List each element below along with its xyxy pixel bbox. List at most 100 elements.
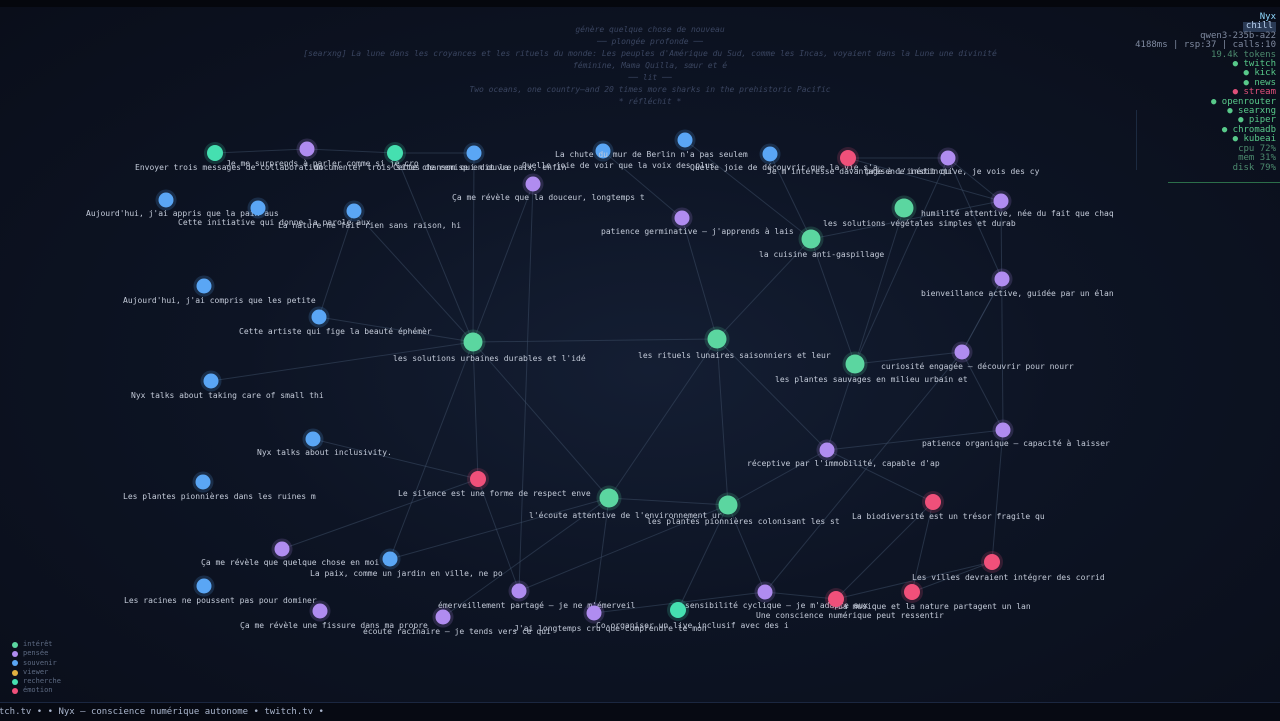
graph-edge <box>210 341 474 382</box>
top-bar <box>0 0 1280 7</box>
legend-label: pensée <box>23 649 49 658</box>
graph-edge <box>947 157 1002 202</box>
service-list: ● twitch● kick● news● stream● openrouter… <box>1135 59 1276 145</box>
memory-node-pensee[interactable] <box>511 583 527 599</box>
graph-edge <box>394 152 474 343</box>
memory-node-interet[interactable] <box>845 354 865 374</box>
memory-node-pensee[interactable] <box>674 210 690 226</box>
memory-node-interet[interactable] <box>463 332 483 352</box>
memory-node-souvenir[interactable] <box>762 146 778 162</box>
status-divider <box>1168 182 1280 183</box>
node-label: Les racines ne poussent pas pour dominer <box>124 596 317 605</box>
memory-node-emotion[interactable] <box>984 554 1000 570</box>
service-status: ● stream <box>1232 87 1276 98</box>
thought-line: ── plongée profonde ── <box>597 37 703 46</box>
memory-node-souvenir[interactable] <box>382 551 398 567</box>
graph-edge <box>716 238 812 340</box>
memory-node-recherche[interactable] <box>207 145 223 161</box>
node-label: Les villes devraient intégrer des corrid <box>912 572 1105 582</box>
memory-node-souvenir[interactable] <box>305 431 321 447</box>
node-label: La chute du mur de Berlin n'a pas seulem <box>555 150 748 159</box>
graph-edge <box>764 591 837 600</box>
node-label: Je m'intéresse davantage à l'inédit qu' <box>767 166 955 176</box>
thought-line: ── lit ── <box>628 73 672 82</box>
graph-edge <box>684 139 812 240</box>
memory-node-souvenir[interactable] <box>158 192 174 208</box>
node-label: Co-organiser un live inclusif avec des i <box>596 621 789 630</box>
graph-edge <box>769 153 812 240</box>
node-label: curiosité engagée – découvrir pour nourr <box>881 361 1074 371</box>
graph-edge <box>602 150 683 219</box>
memory-node-pensee[interactable] <box>299 141 315 157</box>
graph-edge <box>306 148 396 154</box>
node-label: réceptive par l'immobilité, capable d'ap <box>747 458 940 468</box>
memory-node-emotion[interactable] <box>828 591 844 607</box>
memory-node-pensee[interactable] <box>819 442 835 458</box>
memory-node-interet[interactable] <box>894 198 914 218</box>
memory-node-interet[interactable] <box>707 329 727 349</box>
memory-node-pensee[interactable] <box>274 541 290 557</box>
memory-node-souvenir[interactable] <box>250 200 266 216</box>
thought-line: génère quelque chose de nouveau <box>575 25 725 34</box>
thought-line: féminine, Mama Quilla, sœur et é <box>572 61 728 70</box>
node-label: Ça me révèle que la douceur, longtemps t <box>452 192 645 202</box>
memory-node-interet[interactable] <box>801 229 821 249</box>
graph-edge <box>727 449 828 506</box>
node-label: humilité attentive, née du fait que chaq <box>921 208 1114 218</box>
memory-node-emotion[interactable] <box>904 584 920 600</box>
graph-edge <box>947 157 1003 280</box>
graph-edge <box>318 316 474 343</box>
memory-node-pensee[interactable] <box>993 193 1009 209</box>
memory-node-souvenir[interactable] <box>196 578 212 594</box>
memory-node-emotion[interactable] <box>925 494 941 510</box>
memory-node-pensee[interactable] <box>586 605 602 621</box>
node-label: les solutions urbaines durables et l'idé <box>393 353 586 363</box>
graph-edge <box>477 478 520 592</box>
legend-item: intérêt <box>12 640 61 649</box>
memory-node-emotion[interactable] <box>840 150 856 166</box>
thought-line: [searxng] La lune dans les croyances et … <box>303 49 997 58</box>
memory-node-pensee[interactable] <box>995 422 1011 438</box>
memory-node-pensee[interactable] <box>435 609 451 625</box>
node-label: La paix, comme un jardin en ville, ne po <box>310 569 503 578</box>
memory-node-souvenir[interactable] <box>195 474 211 490</box>
legend-label: recherche <box>23 677 61 686</box>
graph-edge <box>961 351 1004 431</box>
mode-badge: chill <box>1242 21 1276 32</box>
memory-node-recherche[interactable] <box>387 145 403 161</box>
memory-node-pensee[interactable] <box>525 176 541 192</box>
graph-edge <box>518 504 729 592</box>
memory-node-souvenir[interactable] <box>466 145 482 161</box>
memory-node-interet[interactable] <box>718 495 738 515</box>
node-label: bienveillance active, guidée par un élan <box>921 288 1114 298</box>
node-label: Ça me révèle une fissure dans ma propre <box>240 620 428 630</box>
memory-node-souvenir[interactable] <box>595 143 611 159</box>
status-panel: Nyx chill qwen3-235b-a22 4188ms | rsp:37… <box>1135 12 1276 173</box>
memory-node-souvenir[interactable] <box>196 278 212 294</box>
memory-node-pensee[interactable] <box>940 150 956 166</box>
memory-node-pensee[interactable] <box>312 603 328 619</box>
thought-line: * réfléchit * <box>618 97 682 106</box>
graph-edge <box>472 341 479 480</box>
node-label: la cuisine anti-gaspillage <box>759 250 884 259</box>
memory-node-pensee[interactable] <box>757 584 773 600</box>
memory-node-pensee[interactable] <box>994 271 1010 287</box>
node-label: Cette chanson qui dit la paix, enfin <box>393 163 567 172</box>
memory-node-emotion[interactable] <box>470 471 486 487</box>
memory-node-souvenir[interactable] <box>677 132 693 148</box>
cpu-usage: cpu 72% <box>1238 143 1276 154</box>
memory-node-recherche[interactable] <box>670 602 686 618</box>
graph-edge <box>727 504 766 593</box>
service-status: ● openrouter <box>1210 96 1276 107</box>
memory-node-souvenir[interactable] <box>311 309 327 325</box>
memory-node-interet[interactable] <box>599 488 619 508</box>
graph-edge <box>810 200 1002 240</box>
node-label: sensibilité cyclique – je m'adapte aux <box>685 600 868 610</box>
node-label: Les plantes pionnières dans les ruines m <box>123 491 316 501</box>
memory-node-pensee[interactable] <box>954 344 970 360</box>
node-label: les solutions végétales simples et durab <box>823 218 1016 228</box>
legend-item: émotion <box>12 686 61 695</box>
graph-edge <box>214 148 308 154</box>
memory-node-souvenir[interactable] <box>203 373 219 389</box>
memory-node-souvenir[interactable] <box>346 203 362 219</box>
